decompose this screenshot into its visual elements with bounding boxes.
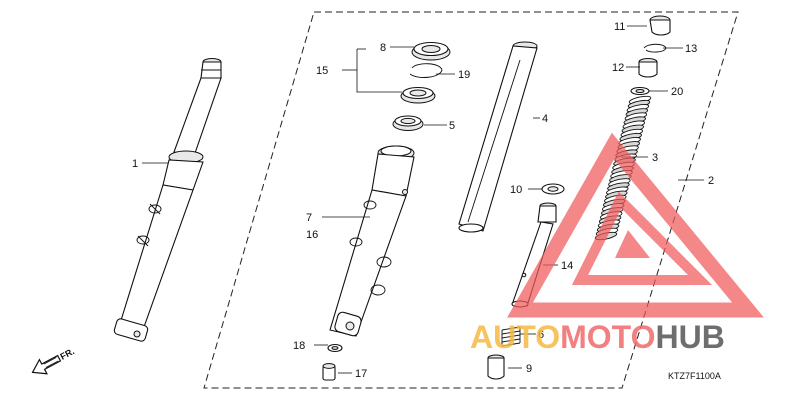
callout-8: 8 [380, 42, 386, 54]
front-direction-indicator: FR. [31, 346, 76, 375]
dust-seal-15 [400, 86, 436, 104]
callout-5: 5 [449, 120, 455, 132]
callout-4: 4 [542, 113, 548, 125]
callout-labels: 1 2 3 4 5 6 7 8 9 10 11 12 13 14 15 16 1… [132, 21, 714, 380]
callout-1: 1 [132, 158, 138, 170]
rebound-spring-6 [501, 326, 521, 347]
callout-14: 14 [561, 260, 573, 272]
callout-6: 6 [538, 329, 544, 341]
socket-bolt-17 [322, 363, 336, 381]
watermark-word-auto: AUTO [470, 319, 560, 355]
callout-7: 7 [306, 212, 312, 224]
watermark-logo [507, 132, 764, 318]
fork-bottom-case [329, 145, 415, 337]
back-up-ring-5 [392, 115, 424, 131]
front-direction-label: FR. [58, 346, 75, 362]
diagram-code: KTZ7F1100A [668, 371, 721, 381]
callout-15: 15 [316, 65, 328, 77]
washer-10 [541, 183, 565, 195]
assembly-boundary-frame [203, 11, 739, 389]
spring-seat-20 [630, 86, 650, 96]
oil-lock-piece-9 [487, 354, 505, 380]
watermark-word-moto: MOTO [560, 319, 655, 355]
callout-13: 13 [685, 43, 697, 55]
fork-bolt-cap-11 [649, 15, 671, 36]
oil-seal-8 [411, 41, 451, 61]
callout-20: 20 [671, 86, 683, 98]
callout-9: 9 [526, 363, 532, 375]
watermark-triangle-mark [615, 230, 650, 258]
assembled-fork-leg [113, 58, 222, 342]
callout-2: 2 [708, 175, 714, 187]
callout-17: 17 [355, 368, 367, 380]
washer-18 [327, 343, 343, 353]
callout-10: 10 [510, 184, 522, 196]
fork-pipe-4 [458, 41, 538, 233]
callout-3: 3 [652, 152, 658, 164]
callout-16: 16 [306, 229, 318, 241]
callout-19: 19 [458, 69, 470, 81]
callout-11: 11 [614, 21, 625, 33]
callout-18: 18 [293, 340, 305, 352]
snap-ring-19 [409, 63, 443, 78]
watermark-text: AUTOMOTOHUB [470, 319, 725, 355]
spring-collar-12 [638, 58, 658, 78]
watermark-triangle-inner [571, 191, 713, 285]
leader-lines [142, 25, 704, 374]
watermark-word-hub: HUB [655, 319, 724, 355]
callout-12: 12 [612, 62, 624, 74]
watermark-triangle-outer [507, 132, 764, 318]
snap-ring-13 [643, 43, 667, 53]
